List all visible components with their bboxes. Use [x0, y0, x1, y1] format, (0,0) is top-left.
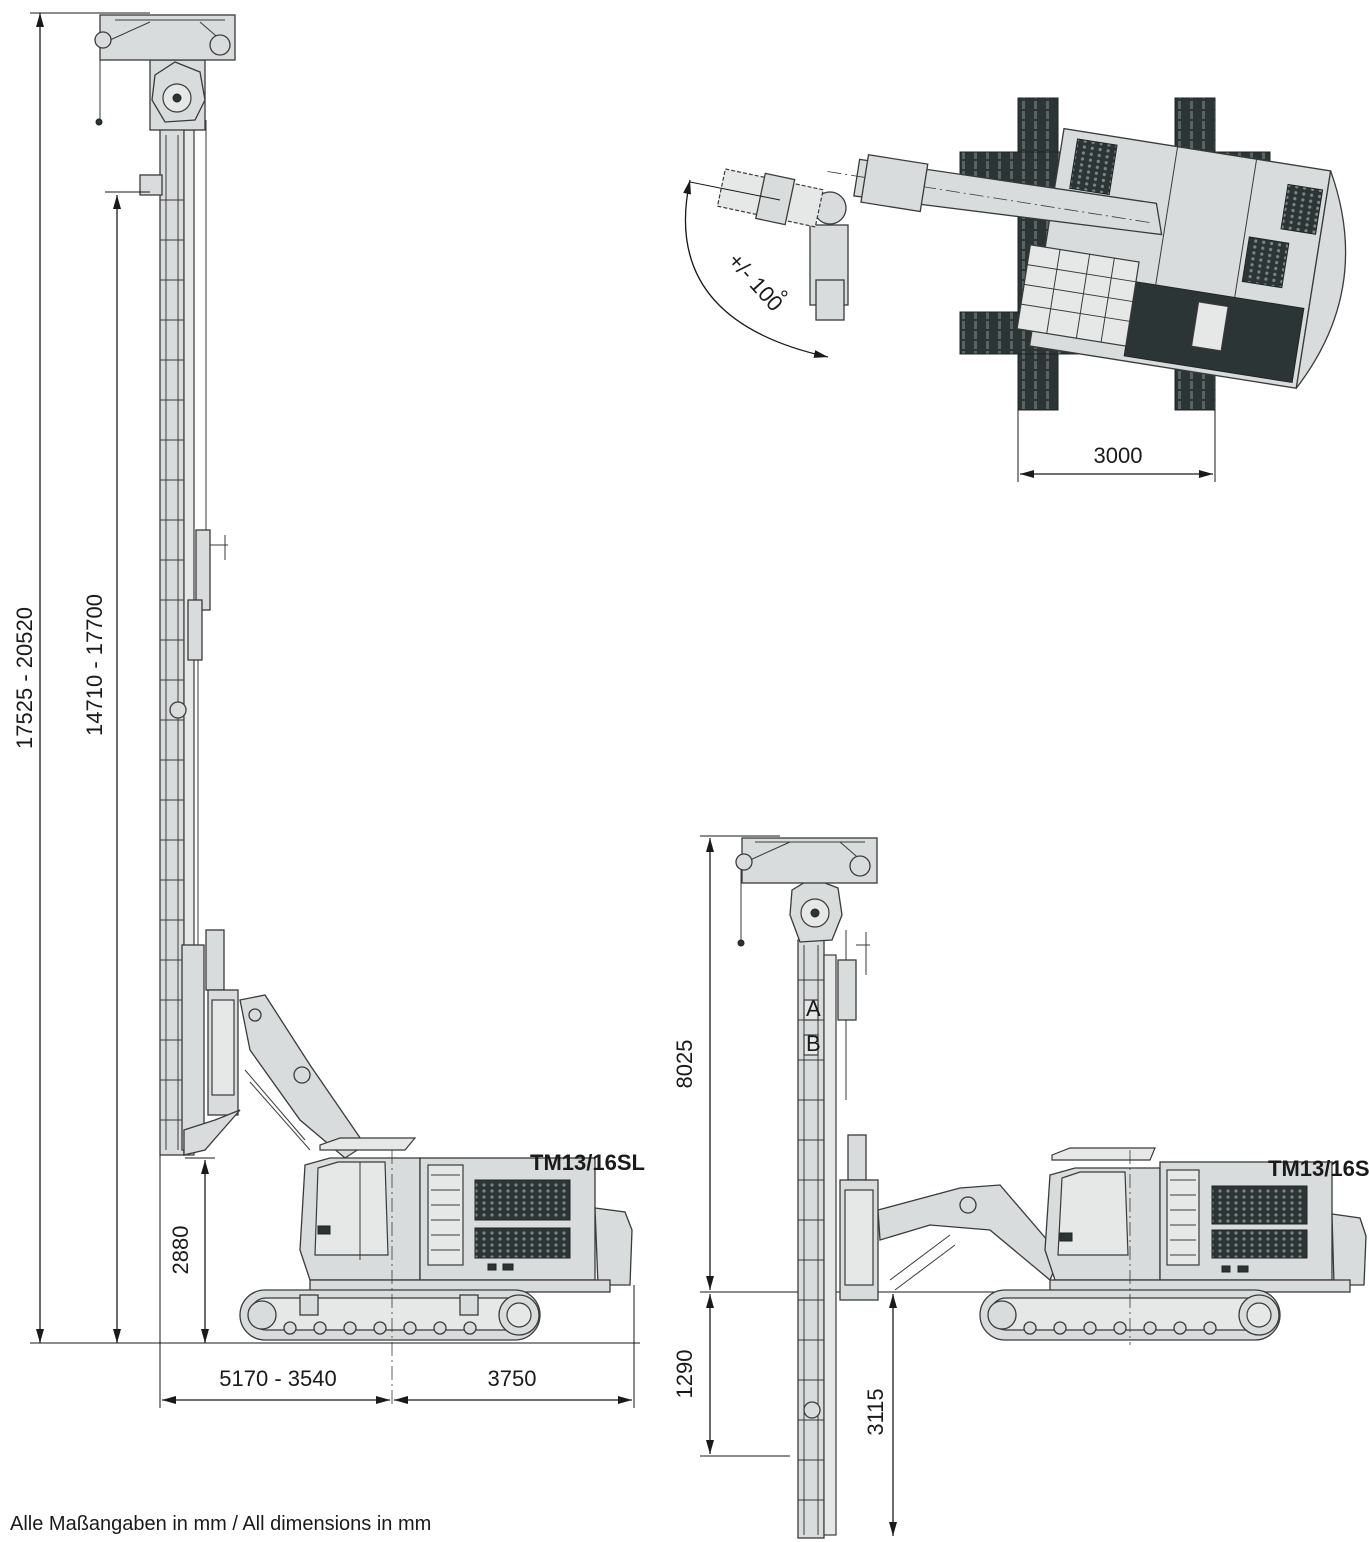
degree-symbol: °: [780, 286, 789, 311]
dim-track-gauge-label: 3000: [1094, 443, 1143, 468]
engine-grille-upper: [474, 1179, 571, 1221]
track-rollers: [283, 1321, 477, 1335]
engine-grille-upper-transport: [1211, 1185, 1308, 1225]
side-view-dimensions: 17525 - 20520 14710 - 17700 2880 5170 - …: [12, 12, 635, 1408]
top-view: +/- 100 ° 3000: [683, 97, 1347, 482]
rod-clamp: [195, 529, 211, 611]
dim-below-ground-2-label: 3115: [863, 1388, 888, 1435]
mast-transport: [797, 939, 825, 1539]
model-plate-side: TM13/16SL: [530, 1150, 645, 1175]
side-view-transport: A B TM1: [700, 837, 1369, 1539]
dim-transport-mast-label: 8025: [672, 1040, 697, 1089]
slew-angle-label: +/- 100: [723, 248, 788, 316]
dim-mast-height-label: 14710 - 17700: [82, 594, 107, 736]
engine-grille-lower: [474, 1227, 571, 1259]
drill-motor-transport: [847, 1134, 867, 1181]
counterweight: [594, 1207, 633, 1286]
dim-foot-clearance-label: 2880: [168, 1226, 193, 1275]
boom-top: [853, 158, 1163, 236]
model-plate-transport: TM13/16SL: [1268, 1156, 1369, 1181]
mast-letter-b: B: [806, 1031, 821, 1056]
dim-below-ground-1-label: 1290: [672, 1350, 697, 1399]
dim-total-height-label: 17525 - 20520: [12, 607, 37, 749]
counterweight-transport: [1331, 1213, 1367, 1286]
transport-view-dimensions: 8025 1290 3115: [672, 835, 897, 1536]
mast-letter-a: A: [806, 996, 821, 1021]
engine-grille-lower-transport: [1211, 1229, 1308, 1259]
slew-angle-arc: [683, 179, 829, 358]
side-view-working: TM13/16SL: [30, 14, 645, 1405]
footnote: Alle Maßangaben in mm / All dimensions i…: [10, 1513, 432, 1535]
cab-top: [1016, 244, 1140, 347]
dim-rear-length-label: 3750: [488, 1366, 537, 1391]
dim-front-reach-label: 5170 - 3540: [219, 1366, 336, 1391]
drill-motor: [205, 929, 225, 991]
mast-rungs: [160, 199, 184, 1121]
